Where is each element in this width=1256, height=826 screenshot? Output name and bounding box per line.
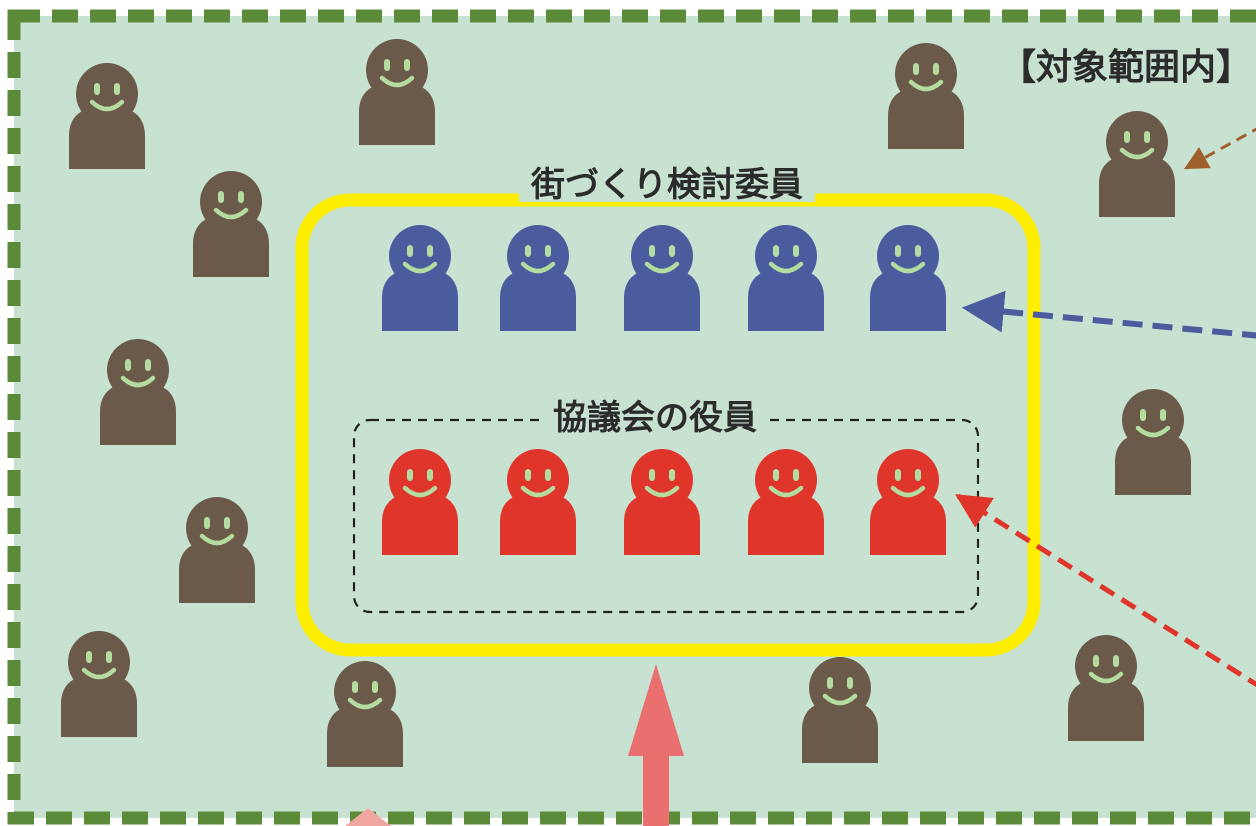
officer-figure <box>500 449 576 555</box>
resident-figure <box>802 657 878 763</box>
committee-member-figure <box>382 225 458 331</box>
resident-figure <box>193 171 269 277</box>
officer-figure <box>382 449 458 555</box>
committee-label: 街づくり検討委員 <box>519 168 815 202</box>
committee-member-figure <box>870 225 946 331</box>
committee-member-figure <box>748 225 824 331</box>
area-label: 【対象範囲内】 <box>1000 47 1253 88</box>
resident-figure <box>69 63 145 169</box>
officers-label: 協議会の役員 <box>543 401 767 435</box>
resident-figure <box>1068 635 1144 741</box>
committee-member-figure <box>500 225 576 331</box>
resident-figure <box>1115 389 1191 495</box>
resident-figure <box>359 39 435 145</box>
committee-member-figure <box>624 225 700 331</box>
resident-figure <box>1099 111 1175 217</box>
resident-figure <box>179 497 255 603</box>
blue-arrow <box>961 290 1256 339</box>
pink-up-arrow <box>628 664 684 826</box>
resident-figure <box>888 43 964 149</box>
brown-arrow <box>1183 127 1256 170</box>
resident-figure <box>327 661 403 767</box>
officer-figure <box>870 449 946 555</box>
resident-figure <box>100 339 176 445</box>
resident-figure <box>61 631 137 737</box>
pink-arrow-partial <box>345 808 391 826</box>
people-layer <box>61 39 1191 767</box>
officer-figure <box>624 449 700 555</box>
red-arrow <box>955 493 1256 688</box>
officer-figure <box>748 449 824 555</box>
